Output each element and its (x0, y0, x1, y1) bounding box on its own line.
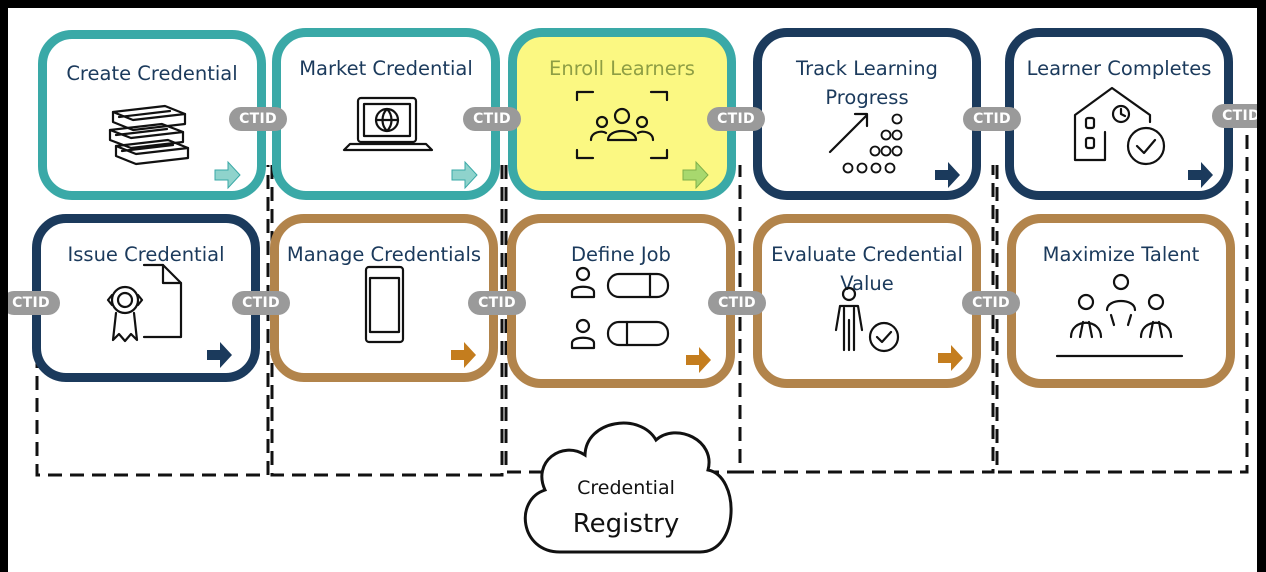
people-roles-icon (570, 266, 670, 350)
card-title: Manage Credentials (286, 243, 482, 266)
card-arrows (207, 160, 1213, 373)
card-title: Maximize Talent (1042, 243, 1200, 266)
arrow-right-icon (214, 160, 241, 190)
arrow-right-icon (686, 347, 711, 373)
ctid-connector: CTID (962, 291, 1020, 315)
building-clock-check-icon (1073, 86, 1166, 166)
card-title: Issue Credential (67, 243, 225, 266)
card-title: Learner Completes (1026, 57, 1212, 80)
arrow-right-icon (451, 160, 478, 190)
smartphone-icon (364, 265, 405, 344)
card-title: Create Credential (66, 62, 238, 85)
ctid-connector: CTID (963, 107, 1021, 131)
group-people-icon (575, 90, 669, 160)
arrow-right-icon (938, 345, 963, 371)
registry-line-1: Credential (577, 477, 675, 499)
ctid-connector: CTID (468, 291, 526, 315)
dashed-outline-column-3 (504, 165, 545, 474)
ctid-connector: CTID (707, 107, 765, 131)
ctid-connector: CTID (229, 107, 287, 131)
card-title: Enroll Learners (549, 57, 695, 80)
registry-cloud (523, 421, 733, 554)
progress-dots-icon (828, 112, 903, 174)
card-title-line-1: Evaluate Credential (771, 243, 963, 266)
card-title: Market Credential (299, 57, 473, 80)
dashed-outline-column-5 (995, 130, 1249, 474)
card-title-line-1: Track Learning (796, 57, 938, 80)
ctid-connector: CTID (708, 291, 766, 315)
card-icons (106, 86, 1184, 358)
laptop-globe-icon (342, 96, 434, 152)
arrow-right-icon (935, 162, 960, 188)
ctid-connector: CTID (8, 291, 60, 315)
ctid-connector: CTID (232, 291, 290, 315)
card-title: Define Job (571, 243, 671, 266)
diagram-canvas: Credential Registry Create Credential Ma… (8, 8, 1257, 572)
person-check-icon (834, 286, 900, 353)
team-people-icon (1055, 273, 1184, 358)
arrow-right-icon (451, 342, 476, 368)
registry-links: Credential Registry (35, 130, 1249, 554)
certificate-document-icon (106, 263, 183, 343)
arrow-right-icon (207, 342, 232, 368)
ctid-connector: CTID (463, 107, 521, 131)
dashed-outline-column-4 (740, 165, 995, 474)
arrow-right-icon (1188, 162, 1213, 188)
ctid-connector: CTID (1212, 104, 1257, 128)
arrow-right-icon (682, 160, 709, 190)
card-title-line-2: Progress (825, 86, 909, 109)
dashed-outline-column-1 (35, 165, 270, 477)
books-icon (108, 104, 190, 166)
registry-line-2: Registry (573, 509, 679, 539)
